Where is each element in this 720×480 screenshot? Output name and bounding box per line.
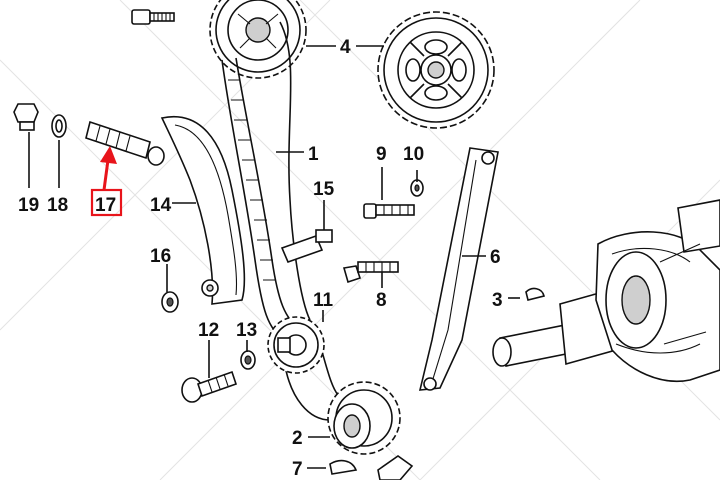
guide-rail	[418, 147, 499, 391]
intermediate-sprocket	[267, 316, 325, 374]
label-part-3: 3	[492, 290, 503, 311]
timing-chain	[221, 21, 339, 421]
bolt-9	[363, 203, 415, 219]
leader-lines	[28, 45, 520, 469]
sealing-ring	[51, 114, 67, 138]
label-part-7: 7	[292, 459, 303, 480]
washer-16	[161, 291, 179, 313]
crankshaft-sprocket	[327, 381, 401, 455]
highlight-arrow	[100, 146, 117, 191]
label-part-17: 17	[95, 195, 116, 216]
label-part-11: 11	[313, 290, 334, 311]
pin-15	[280, 229, 333, 264]
screw-plug	[13, 103, 39, 131]
bolt-8	[342, 261, 399, 284]
woodruff-key-7	[329, 459, 358, 475]
bolt-12	[181, 370, 238, 403]
label-part-15: 15	[313, 179, 335, 200]
label-part-19: 19	[18, 195, 39, 216]
camshaft-sprocket-exhaust	[377, 11, 495, 129]
label-part-4: 4	[340, 37, 351, 58]
chain-tensioner-piston	[85, 120, 165, 166]
oil-pump-drive	[377, 455, 414, 480]
label-part-8: 8	[376, 290, 387, 311]
highlight-box-17	[90, 188, 123, 217]
label-part-12: 12	[198, 320, 219, 341]
camshaft-sprocket-intake	[209, 0, 307, 79]
sprocket-bolt-top	[131, 9, 175, 25]
washer-13	[240, 350, 256, 370]
label-part-16: 16	[150, 246, 171, 267]
label-part-13: 13	[236, 320, 257, 341]
woodruff-key-3	[525, 287, 545, 301]
label-part-6: 6	[490, 247, 501, 268]
crankshaft	[492, 199, 720, 382]
tensioner-rail	[160, 115, 246, 305]
label-part-10: 10	[403, 144, 424, 165]
label-part-2: 2	[292, 428, 303, 449]
label-part-1: 1	[308, 144, 319, 165]
label-part-9: 9	[376, 144, 387, 165]
label-part-14: 14	[150, 195, 172, 216]
label-part-18: 18	[47, 195, 68, 216]
washer-10	[410, 179, 424, 197]
